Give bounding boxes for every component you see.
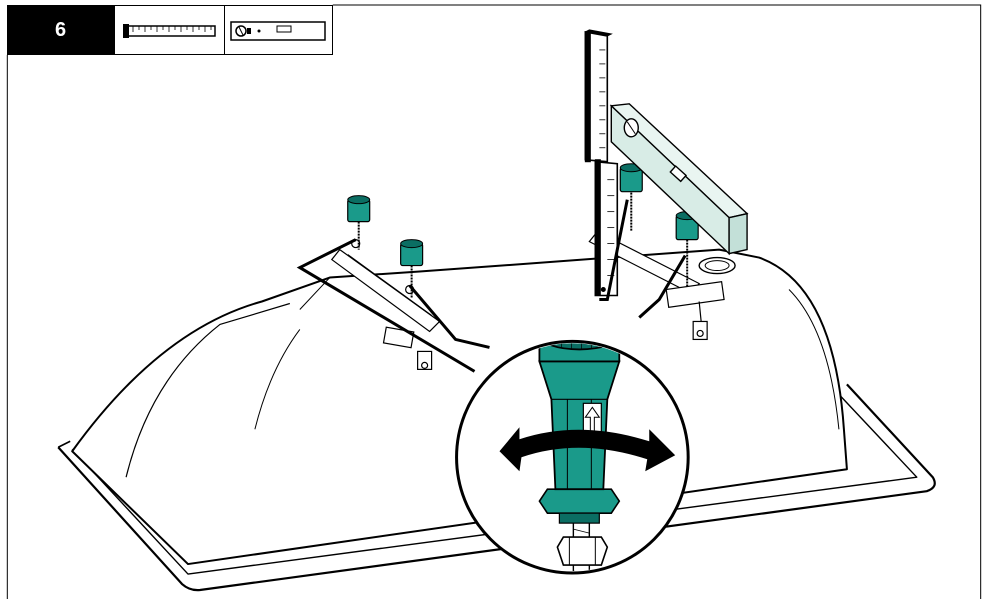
step-number: 6	[54, 18, 67, 41]
tool-folding-ruler	[114, 5, 225, 55]
rotation-arrow	[499, 427, 676, 472]
adjustable-foot-2	[400, 239, 424, 298]
spirit-level-icon	[230, 21, 326, 41]
step-number-badge: 6	[7, 5, 114, 55]
folding-ruler-icon	[123, 24, 216, 38]
tool-spirit-level	[224, 5, 333, 55]
detail-magnifier	[455, 339, 690, 575]
folding-ruler	[584, 29, 619, 297]
frame-top-border	[332, 4, 982, 600]
adjustable-foot-1	[347, 195, 371, 250]
spirit-level	[609, 103, 749, 256]
callout-lines	[296, 199, 687, 373]
adjustable-foot-3	[619, 163, 643, 232]
